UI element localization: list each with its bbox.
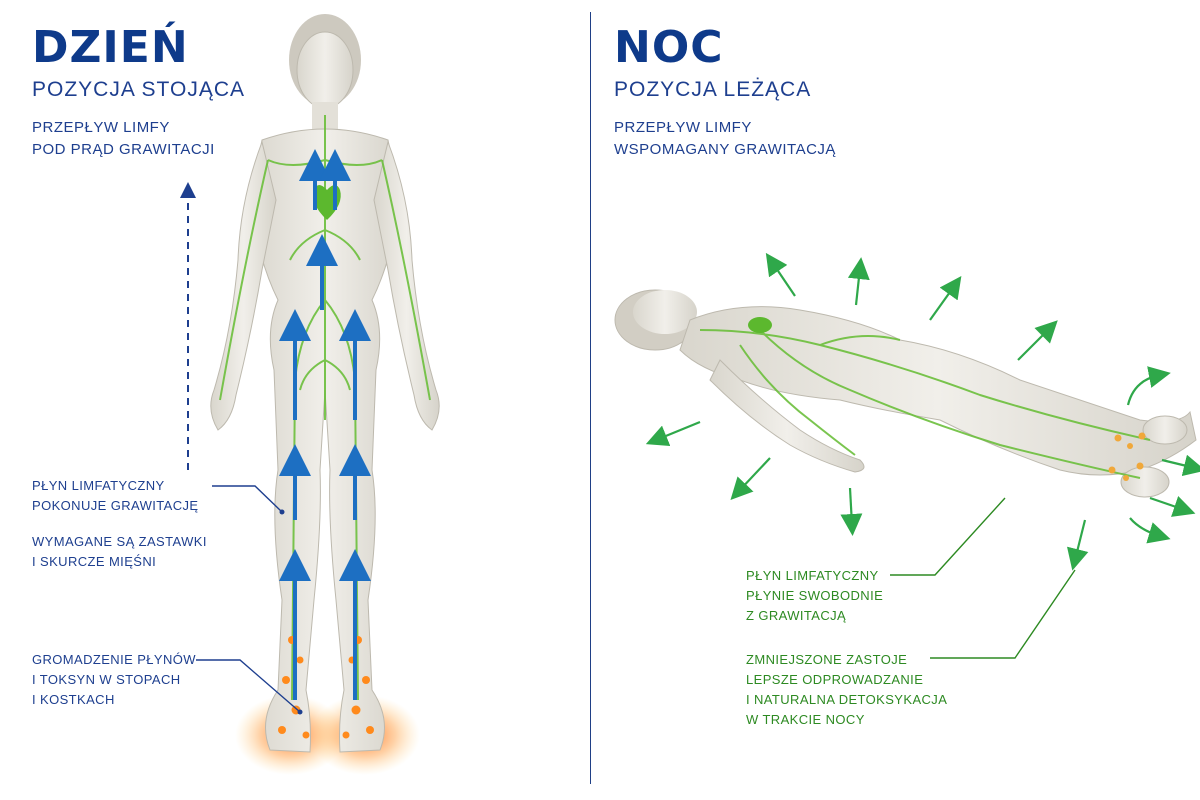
- night-note-fluid-line: PŁYNIE SWOBODNIE: [746, 588, 884, 603]
- night-flow-caption-line: PRZEPŁYW LIMFY: [614, 119, 752, 136]
- day-flow-caption-line: POD PRĄD GRAWITACJI: [32, 141, 215, 158]
- day-note-valves: WYMAGANE SĄ ZASTAWKI I SKURCZE MIĘŚNI: [32, 532, 207, 572]
- day-note-fluid: PŁYN LIMFATYCZNY POKONUJE GRAWITACJĘ: [32, 476, 199, 516]
- leader-line-night-fluid: [890, 497, 1006, 576]
- night-note-fluid: PŁYN LIMFATYCZNY PŁYNIE SWOBODNIE Z GRAW…: [746, 566, 883, 626]
- leader-line-accumulation: [196, 659, 301, 713]
- section-divider: [590, 12, 591, 784]
- night-subtitle: POZYCJA LEŻĄCA: [614, 78, 812, 101]
- day-note-accumulation-line: I TOKSYN W STOPACH: [32, 672, 181, 687]
- day-note-fluid-line: POKONUJE GRAWITACJĘ: [32, 498, 199, 513]
- night-note-benefits-line: ZMNIEJSZONE ZASTOJE: [746, 652, 908, 667]
- day-note-accumulation-line: GROMADZENIE PŁYNÓW: [32, 652, 196, 667]
- day-flow-caption-line: PRZEPŁYW LIMFY: [32, 119, 170, 136]
- day-flow-caption: PRZEPŁYW LIMFY POD PRĄD GRAWITACJI: [32, 117, 215, 161]
- leader-line-night-benefits: [930, 569, 1076, 659]
- night-note-fluid-line: Z GRAWITACJĄ: [746, 608, 847, 623]
- leader-line-fluid: [212, 485, 283, 513]
- night-note-benefits: ZMNIEJSZONE ZASTOJE LEPSZE ODPROWADZANIE…: [746, 650, 947, 730]
- day-note-valves-line: WYMAGANE SĄ ZASTAWKI: [32, 534, 207, 549]
- standing-body-icon: [210, 14, 440, 775]
- day-note-accumulation-line: I KOSTKACH: [32, 692, 115, 707]
- day-note-valves-line: I SKURCZE MIĘŚNI: [32, 554, 157, 569]
- night-flow-caption-line: WSPOMAGANY GRAWITACJĄ: [614, 141, 836, 158]
- day-title: DZIEŃ: [32, 22, 189, 73]
- day-note-fluid-line: PŁYN LIMFATYCZNY: [32, 478, 165, 493]
- up-arrow-icon: [279, 149, 371, 700]
- night-note-benefits-line: W TRAKCIE NOCY: [746, 712, 865, 727]
- day-subtitle: POZYCJA STOJĄCA: [32, 78, 245, 101]
- night-title: NOC: [614, 22, 724, 73]
- day-note-accumulation: GROMADZENIE PŁYNÓW I TOKSYN W STOPACH I …: [32, 650, 196, 710]
- night-note-fluid-line: PŁYN LIMFATYCZNY: [746, 568, 879, 583]
- lying-body-icon: [614, 289, 1197, 498]
- outflow-arrow-icon: [645, 252, 1200, 571]
- night-note-benefits-line: I NATURALNA DETOKSYKACJA: [746, 692, 948, 707]
- night-flow-caption: PRZEPŁYW LIMFY WSPOMAGANY GRAWITACJĄ: [614, 117, 836, 161]
- night-note-benefits-line: LEPSZE ODPROWADZANIE: [746, 672, 924, 687]
